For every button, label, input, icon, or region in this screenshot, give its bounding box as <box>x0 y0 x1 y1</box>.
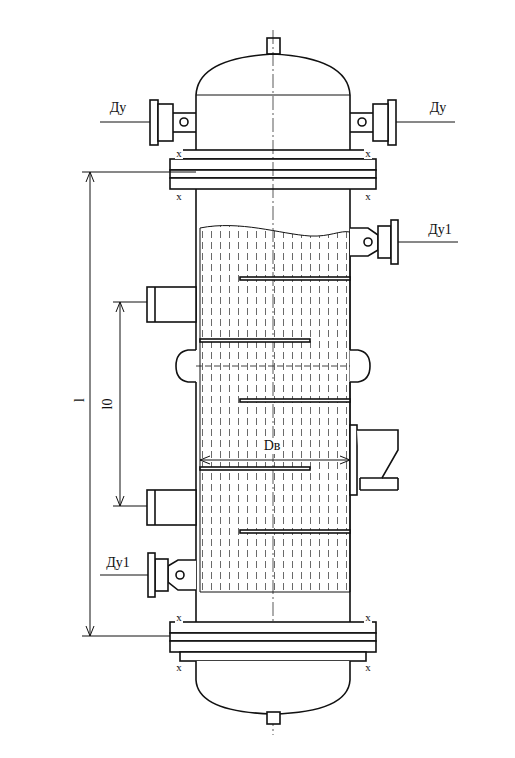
weld-mark: x <box>175 662 183 673</box>
dimension-label: Ду1 <box>426 222 454 238</box>
dimension-label: l0 <box>100 397 116 412</box>
weld-mark: x <box>364 662 372 673</box>
dimension-label: Ду <box>108 100 129 116</box>
dimension-label: l <box>72 396 88 404</box>
dimension-label: Ду1 <box>104 555 132 571</box>
weld-mark: x <box>364 191 372 202</box>
weld-mark: x <box>175 612 183 623</box>
dimension-label: Ду <box>428 100 449 116</box>
weld-mark: x <box>364 612 372 623</box>
weld-mark: x <box>175 191 183 202</box>
weld-mark: x <box>175 148 183 159</box>
weld-mark: x <box>364 148 372 159</box>
dimension-label: Dв <box>262 438 283 454</box>
